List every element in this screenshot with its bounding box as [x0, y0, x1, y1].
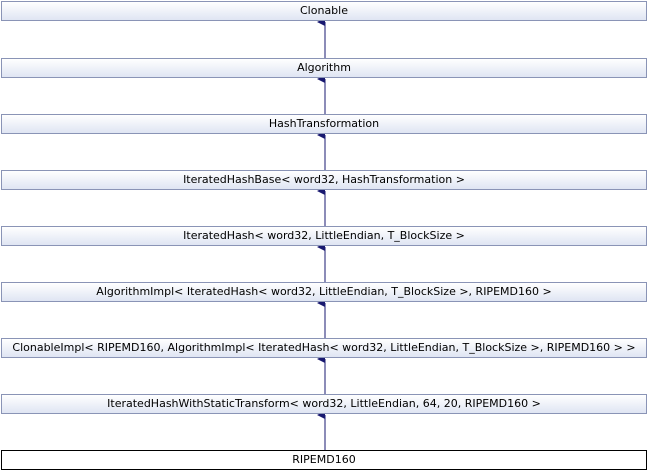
class-node-iterated-hash[interactable]: IteratedHash< word32, LittleEndian, T_Bl… — [1, 226, 647, 246]
class-node-ripemd160: RIPEMD160 — [1, 450, 647, 470]
class-node-hash-transformation[interactable]: HashTransformation — [1, 114, 647, 134]
class-node-algorithm[interactable]: Algorithm — [1, 58, 647, 78]
class-node-algorithm-impl[interactable]: AlgorithmImpl< IteratedHash< word32, Lit… — [1, 282, 647, 302]
class-node-clonable-impl[interactable]: ClonableImpl< RIPEMD160, AlgorithmImpl< … — [1, 338, 647, 358]
class-node-clonable[interactable]: Clonable — [1, 1, 647, 21]
class-node-iterated-hash-with-static-transform[interactable]: IteratedHashWithStaticTransform< word32,… — [1, 394, 647, 414]
class-node-iterated-hash-base[interactable]: IteratedHashBase< word32, HashTransforma… — [1, 170, 647, 190]
